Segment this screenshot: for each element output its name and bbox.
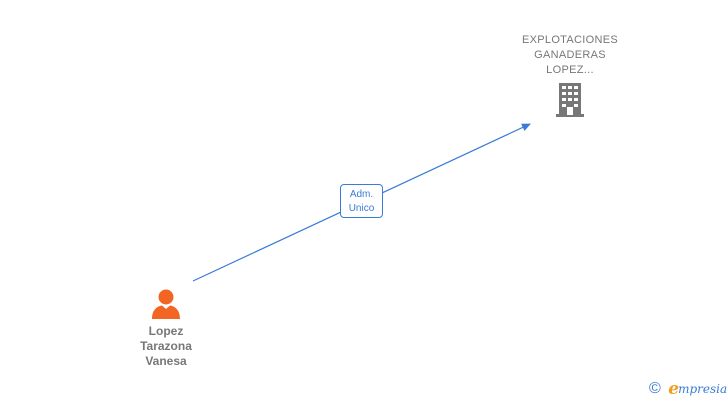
company-node[interactable]: EXPLOTACIONES GANADERAS LOPEZ... <box>505 33 635 118</box>
person-name-line: Tarazona <box>140 339 192 353</box>
building-icon <box>556 83 584 117</box>
relation-label-line: Adm. <box>349 189 374 200</box>
person-node[interactable]: Lopez Tarazona Vanesa <box>120 288 212 369</box>
company-name-line: GANADERAS <box>534 49 606 61</box>
brand-logo[interactable]: © empresia <box>649 379 727 399</box>
brand-name: mpresia <box>678 382 728 396</box>
relation-label[interactable]: Adm. Unico <box>340 184 383 218</box>
company-name-line: LOPEZ... <box>546 64 594 76</box>
person-name-line: Lopez <box>148 324 184 338</box>
copyright-icon: © <box>649 380 661 397</box>
brand-initial: e <box>668 379 680 399</box>
person-name-line: Vanesa <box>145 354 187 368</box>
company-name-line: EXPLOTACIONES <box>522 34 618 46</box>
person-name[interactable]: Lopez Tarazona Vanesa <box>120 324 212 369</box>
person-icon <box>152 289 180 319</box>
relation-label-line: Unico <box>348 203 375 214</box>
company-name[interactable]: EXPLOTACIONES GANADERAS LOPEZ... <box>505 33 635 78</box>
